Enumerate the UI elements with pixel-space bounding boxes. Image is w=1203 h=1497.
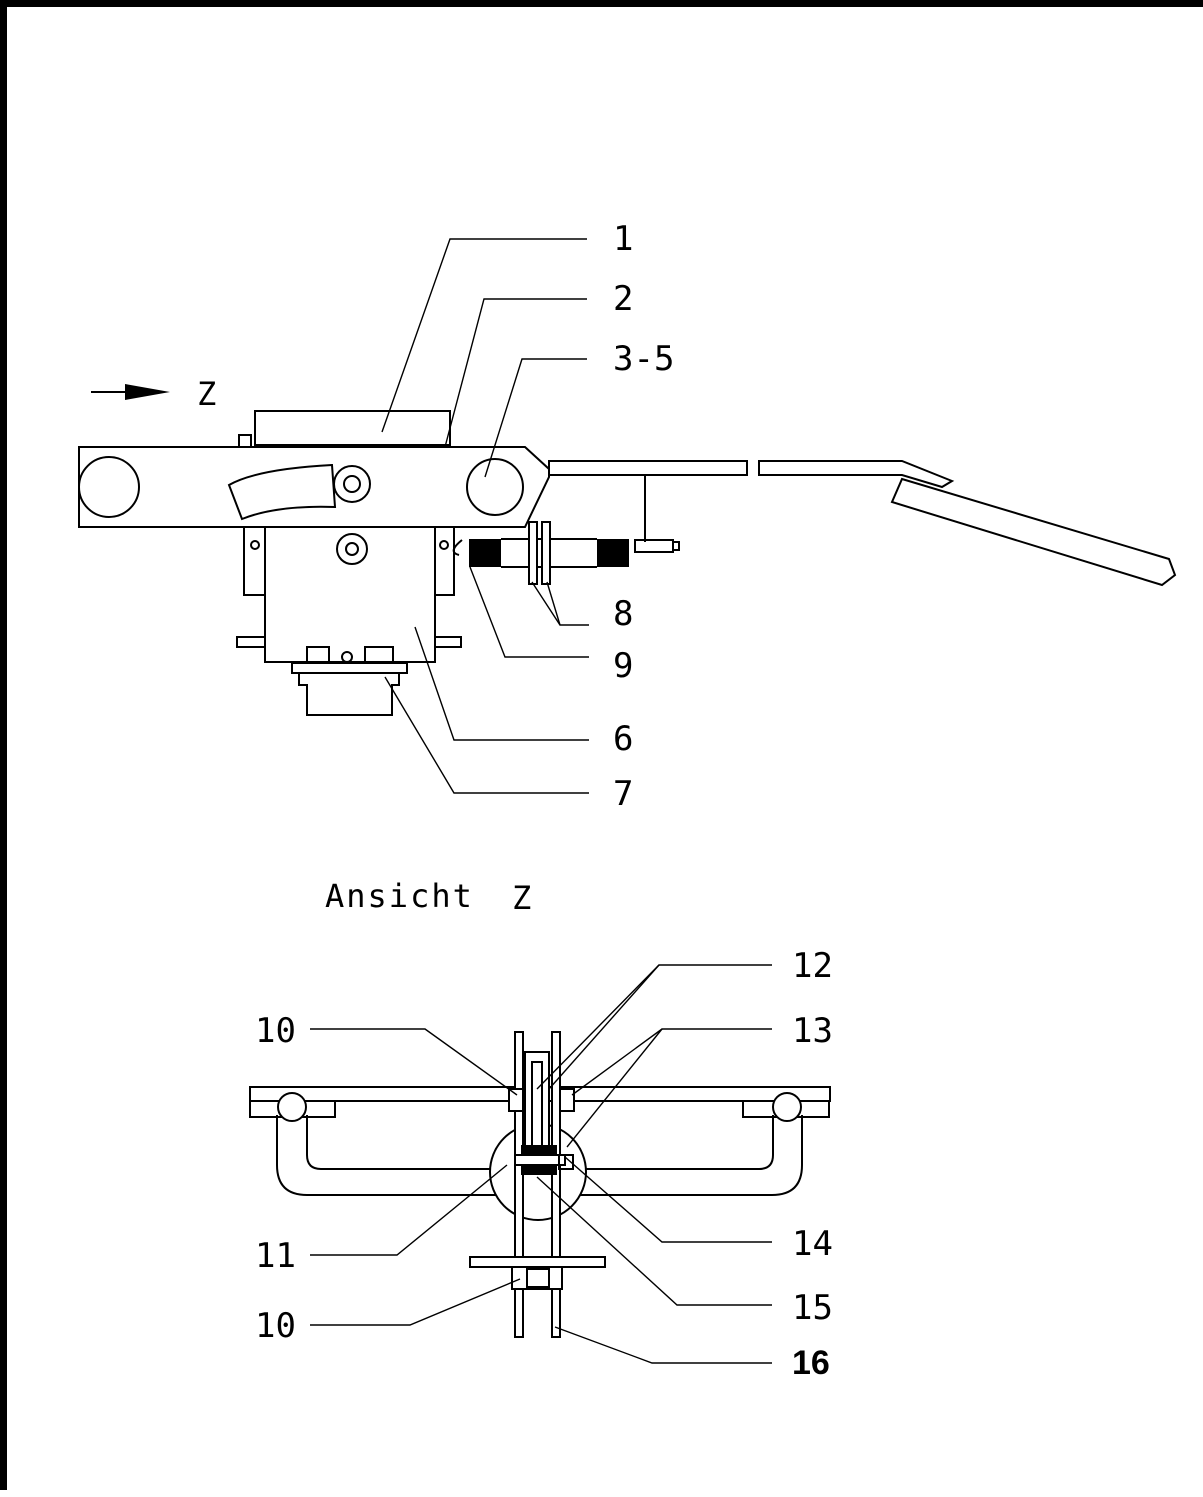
label-1: 1 [613,219,633,259]
label-10-top: 10 [255,1011,296,1051]
label-14: 14 [792,1224,833,1264]
part-7-base-plate [291,662,408,674]
top-view: Z [78,219,1177,814]
label-6: 6 [613,719,633,759]
part-6-body [264,526,436,663]
pedal [890,477,1177,587]
label-3-5: 3-5 [613,339,674,379]
label-2: 2 [613,279,633,319]
arm-right-segment [758,460,955,489]
part-8-washer [528,521,538,585]
label-16: 16 [792,1344,830,1382]
view-title-letter: Z [512,879,533,917]
view-direction-arrow [91,384,170,400]
arm-left-segment [548,460,748,476]
bottom-plate [469,1256,606,1268]
label-12: 12 [792,946,833,986]
label-10-bottom: 10 [255,1306,296,1346]
label-9: 9 [613,646,633,686]
side-view: Ansicht Z [249,877,833,1382]
part-2-lever-bar [78,446,550,528]
technical-drawing: Z [78,219,1177,1382]
part-1-housing [254,410,451,446]
label-7: 7 [613,774,633,814]
view-direction-letter: Z [197,375,218,413]
view-title: Ansicht [325,877,474,915]
label-13: 13 [792,1011,833,1051]
label-15: 15 [792,1288,833,1328]
label-11: 11 [255,1236,296,1276]
pivot-left [78,456,140,518]
label-8: 8 [613,594,633,634]
pivot-3-5 [466,458,524,516]
